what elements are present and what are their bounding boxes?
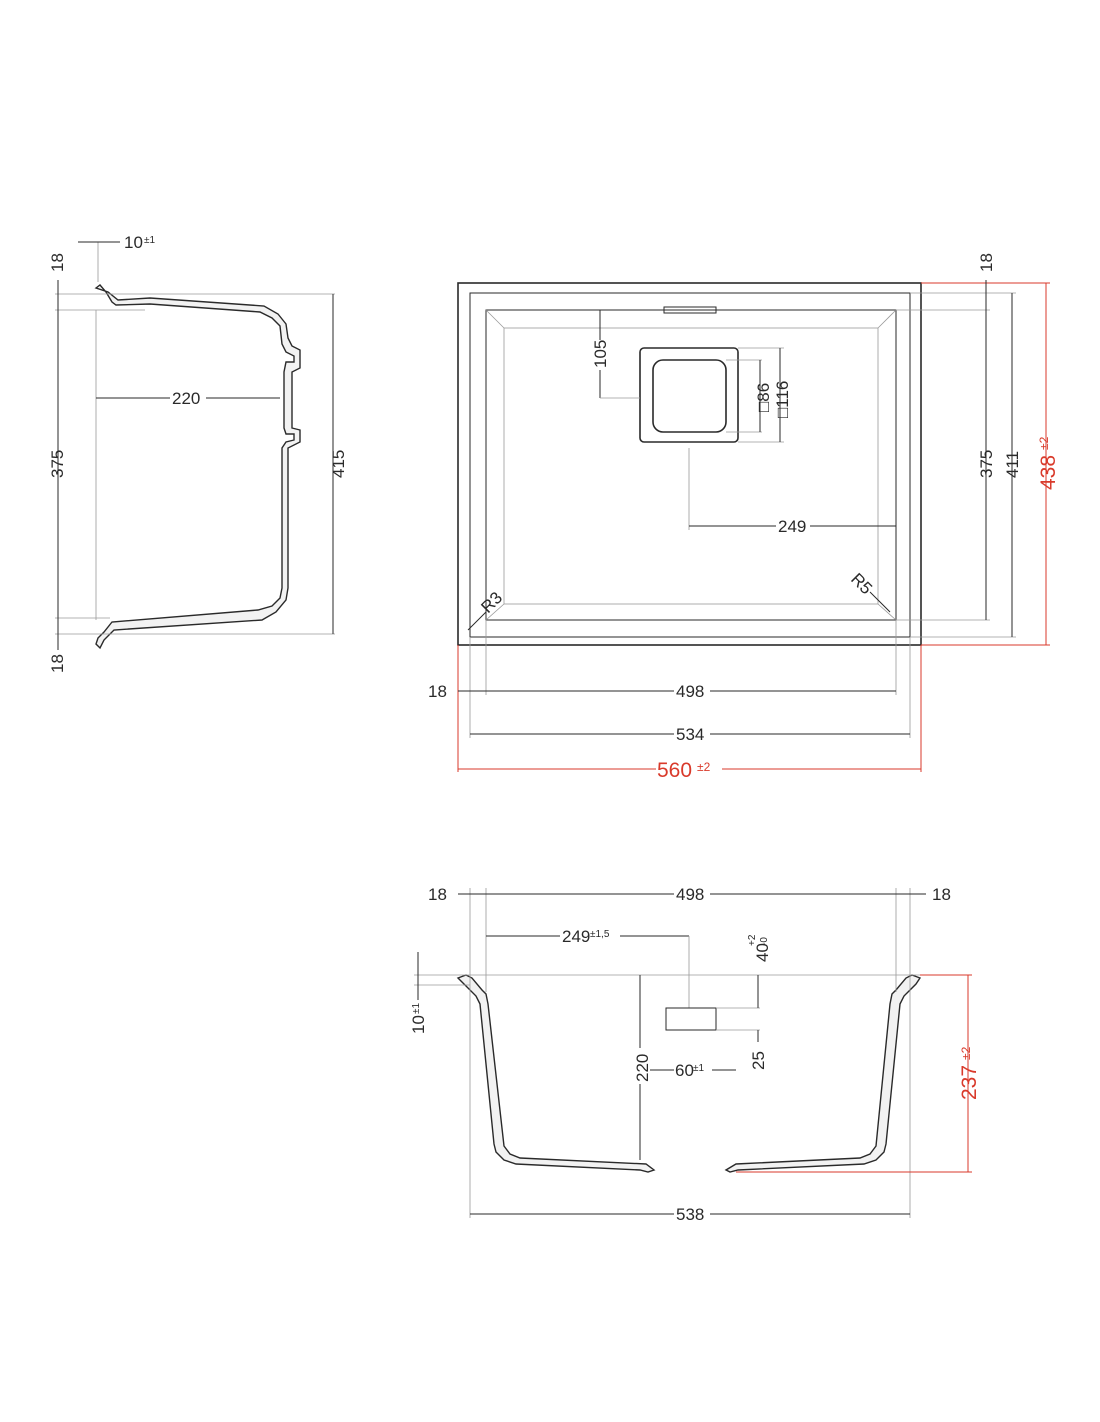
dim-bowl-depth: 220 <box>633 1054 652 1082</box>
dim-overall-height: 237 <box>958 1065 981 1100</box>
corner-line <box>485 603 505 621</box>
dim-flange-thickness-tol: ±1 <box>144 235 155 246</box>
dim-rim-left: 18 <box>428 682 447 701</box>
radius-leader <box>869 591 891 613</box>
dim-drain-depth-tol-upper: +2 <box>747 934 758 946</box>
dim-rim-left: 18 <box>428 885 447 904</box>
dim-overall-depth: 415 <box>329 450 348 478</box>
outline-inner <box>485 309 897 621</box>
drain-slot <box>665 1007 717 1031</box>
corner-line <box>877 309 897 329</box>
dim-flange-thickness: 10 <box>124 233 143 252</box>
dim-drain-width-tol: ±1 <box>693 1063 704 1074</box>
dim-inner-width: 498 <box>676 885 704 904</box>
outline-mid <box>469 292 911 638</box>
dim-inner-depth: 375 <box>48 450 67 478</box>
dim-drain-depth-tol-lower: -0 <box>759 937 770 946</box>
dim-overall-width-tol: ±2 <box>697 760 711 774</box>
bowl-floor <box>503 327 879 605</box>
dim-inner-width: 498 <box>676 682 704 701</box>
front-view: 18 498 18 249 ±1,5 40 +2 -0 10 ±1 25 220 <box>409 885 981 1224</box>
radius-leader <box>467 611 487 631</box>
dim-overall-length-tol: ±2 <box>1037 436 1051 450</box>
dim-flange-thickness: 10 <box>409 1015 428 1034</box>
dim-drain-offset-right: 249 <box>778 517 806 536</box>
side-view: 10 ±1 18 375 18 415 220 <box>48 233 348 673</box>
overflow-slot <box>663 306 717 314</box>
dim-overall-length: 438 <box>1037 455 1060 490</box>
dim-drain-offset: 249 <box>562 927 590 946</box>
corner-line <box>485 309 505 329</box>
dim-flange-thickness-tol: ±1 <box>411 1003 422 1014</box>
dim-bottom-width: 538 <box>676 1205 704 1224</box>
dim-bowl-depth: 220 <box>172 389 200 408</box>
dim-drain-width: 60 <box>675 1061 694 1080</box>
front-profile <box>456 974 922 1173</box>
dim-drain-outer: □116 <box>773 381 792 418</box>
dim-rim-right: 18 <box>977 253 996 272</box>
top-view: 105 □86 □116 249 R3 R5 18 375 411 <box>428 253 1060 782</box>
dim-rim-top: 18 <box>48 253 67 272</box>
dim-rim-right: 18 <box>932 885 951 904</box>
corner-line <box>877 603 897 621</box>
drain-outer <box>639 347 739 443</box>
dim-drain-height: 25 <box>749 1051 768 1070</box>
dim-mid-length: 411 <box>1003 451 1022 478</box>
dim-drain-offset-top: 105 <box>591 340 610 368</box>
dim-inner-length: 375 <box>977 450 996 478</box>
radius-inner: R3 <box>477 588 506 617</box>
dim-drain-depth: 40 <box>753 943 772 962</box>
dim-mid-width: 534 <box>676 725 704 744</box>
side-profile <box>94 284 301 650</box>
dim-rim-bottom: 18 <box>48 654 67 673</box>
dim-drain-offset-tol: ±1,5 <box>590 929 610 940</box>
dim-overall-width: 560 <box>657 759 692 782</box>
dim-drain-inner: □86 <box>754 383 773 412</box>
dim-overall-height-tol: ±2 <box>959 1046 973 1060</box>
drain-inner <box>652 359 727 433</box>
outline-outer <box>457 282 922 646</box>
